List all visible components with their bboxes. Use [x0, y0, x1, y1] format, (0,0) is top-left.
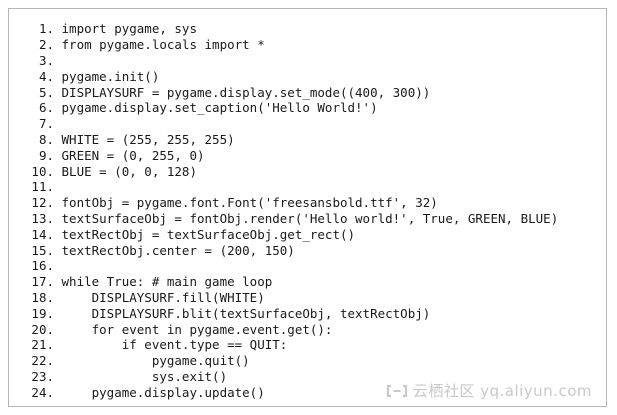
line-text: textRectObj = textSurfaceObj.get_rect() [54, 226, 356, 242]
code-line: 21. if event.type == QUIT: [24, 337, 604, 353]
line-number: 15. [31, 242, 54, 258]
line-text: pygame.display.update() [54, 384, 265, 400]
line-text: while True: # main game loop [54, 274, 273, 290]
code-line: 10. BLUE = (0, 0, 128) [24, 163, 604, 179]
line-number: 23. [31, 368, 54, 384]
line-number: 5. [38, 84, 54, 100]
line-number: 12. [31, 195, 54, 211]
line-text: GREEN = (0, 255, 0) [54, 147, 205, 163]
line-number: 10. [31, 163, 54, 179]
code-line: 9. GREEN = (0, 255, 0) [24, 147, 604, 163]
aliyun-logo-icon [386, 384, 407, 397]
line-text: WHITE = (255, 255, 255) [54, 131, 235, 147]
code-line: 11. [24, 179, 604, 195]
code-line: 14. textRectObj = textSurfaceObj.get_rec… [24, 226, 604, 242]
code-line: 23. sys.exit() [24, 369, 604, 385]
line-text: pygame.init() [54, 68, 160, 84]
line-number: 16. [31, 258, 54, 274]
line-number: 8. [38, 131, 54, 147]
code-line: 19. DISPLAYSURF.blit(textSurfaceObj, tex… [24, 305, 604, 321]
watermark-text: 云栖社区 yq.aliyun.com [412, 382, 592, 400]
watermark: 云栖社区 yq.aliyun.com [386, 380, 592, 401]
line-text: DISPLAYSURF = pygame.display.set_mode((4… [54, 84, 431, 100]
line-text: DISPLAYSURF.fill(WHITE) [54, 289, 265, 305]
line-text: BLUE = (0, 0, 128) [54, 163, 197, 179]
code-line: 4. pygame.init() [24, 68, 604, 84]
code-line: 5. DISPLAYSURF = pygame.display.set_mode… [24, 84, 604, 100]
line-number: 6. [38, 100, 54, 116]
line-number: 20. [31, 321, 54, 337]
line-text: DISPLAYSURF.blit(textSurfaceObj, textRec… [54, 305, 431, 321]
line-number: 13. [31, 210, 54, 226]
line-number: 1. [38, 21, 54, 37]
code-line: 7. [24, 116, 604, 132]
line-text: textSurfaceObj = fontObj.render('Hello w… [54, 210, 559, 226]
line-text: sys.exit() [54, 368, 228, 384]
line-text: if event.type == QUIT: [54, 337, 288, 353]
code-line: 20. for event in pygame.event.get(): [24, 321, 604, 337]
line-number: 22. [31, 353, 54, 369]
line-number: 24. [31, 384, 54, 400]
line-number: 7. [38, 116, 54, 132]
code-line: 18. DISPLAYSURF.fill(WHITE) [24, 290, 604, 306]
line-text: fontObj = pygame.font.Font('freesansbold… [54, 195, 438, 211]
code-line: 15. textRectObj.center = (200, 150) [24, 242, 604, 258]
code-line: 2. from pygame.locals import * [24, 37, 604, 53]
line-number: 4. [38, 68, 54, 84]
code-line: 1. import pygame, sys [24, 21, 604, 37]
code-line: 8. WHITE = (255, 255, 255) [24, 132, 604, 148]
line-text: import pygame, sys [54, 21, 197, 37]
line-text: from pygame.locals import * [54, 37, 265, 53]
code-listing: 1. import pygame, sys 2. from pygame.loc… [24, 21, 604, 400]
line-number: 17. [31, 274, 54, 290]
line-number: 11. [31, 179, 54, 195]
code-listing-frame: 1. import pygame, sys 2. from pygame.loc… [8, 8, 607, 407]
line-number: 2. [38, 37, 54, 53]
code-line: 13. textSurfaceObj = fontObj.render('Hel… [24, 211, 604, 227]
line-text: pygame.quit() [54, 353, 250, 369]
line-number: 3. [38, 52, 54, 68]
line-number: 9. [38, 147, 54, 163]
code-line: 6. pygame.display.set_caption('Hello Wor… [24, 100, 604, 116]
line-number: 14. [31, 226, 54, 242]
code-line: 3. [24, 53, 604, 69]
code-line: 12. fontObj = pygame.font.Font('freesans… [24, 195, 604, 211]
code-line: 24. pygame.display.update() [24, 384, 604, 400]
code-line: 17. while True: # main game loop [24, 274, 604, 290]
line-text: textRectObj.center = (200, 150) [54, 242, 295, 258]
line-number: 19. [31, 305, 54, 321]
code-line: 16. [24, 258, 604, 274]
line-number: 21. [31, 337, 54, 353]
code-line: 22. pygame.quit() [24, 353, 604, 369]
line-number: 18. [31, 289, 54, 305]
line-text: for event in pygame.event.get(): [54, 321, 333, 337]
line-text: pygame.display.set_caption('Hello World!… [54, 100, 378, 116]
